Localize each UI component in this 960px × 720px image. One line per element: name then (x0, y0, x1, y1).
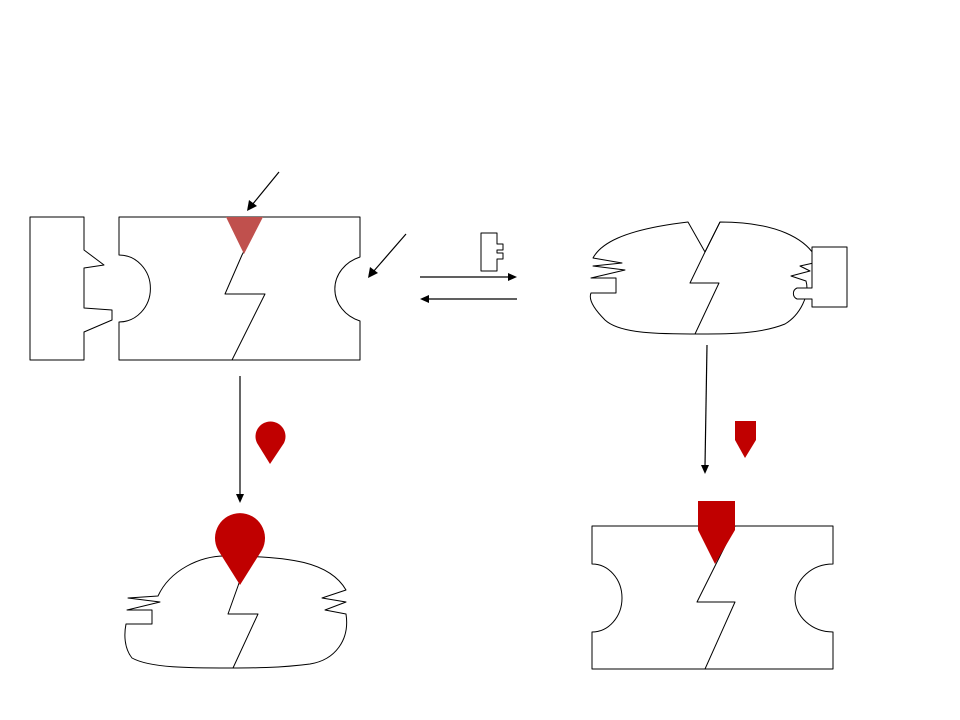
end-block (29, 216, 113, 361)
panel-top-left (29, 171, 407, 361)
panel-bottom-right (591, 501, 834, 670)
pentagon-marker-icon (735, 421, 756, 458)
double-arrow-icon (420, 273, 517, 303)
arrow-icon (701, 344, 709, 474)
rounded-body (124, 555, 348, 669)
triangle-marker-icon (226, 217, 263, 254)
arrow-icon (236, 376, 244, 503)
panel-top-right (589, 221, 848, 474)
arrow-icon (247, 171, 280, 211)
bracket-block-icon (480, 232, 504, 272)
arrow-icon (368, 233, 407, 278)
crack-line (689, 221, 721, 335)
pentagon-marker-icon (698, 501, 735, 564)
end-block (792, 246, 848, 308)
rounded-body (589, 221, 819, 335)
strip-body (118, 216, 361, 361)
drop-marker-icon (255, 421, 286, 464)
strip-body (591, 525, 834, 670)
drop-marker-icon (215, 513, 265, 585)
panel-bottom-left (124, 513, 348, 669)
